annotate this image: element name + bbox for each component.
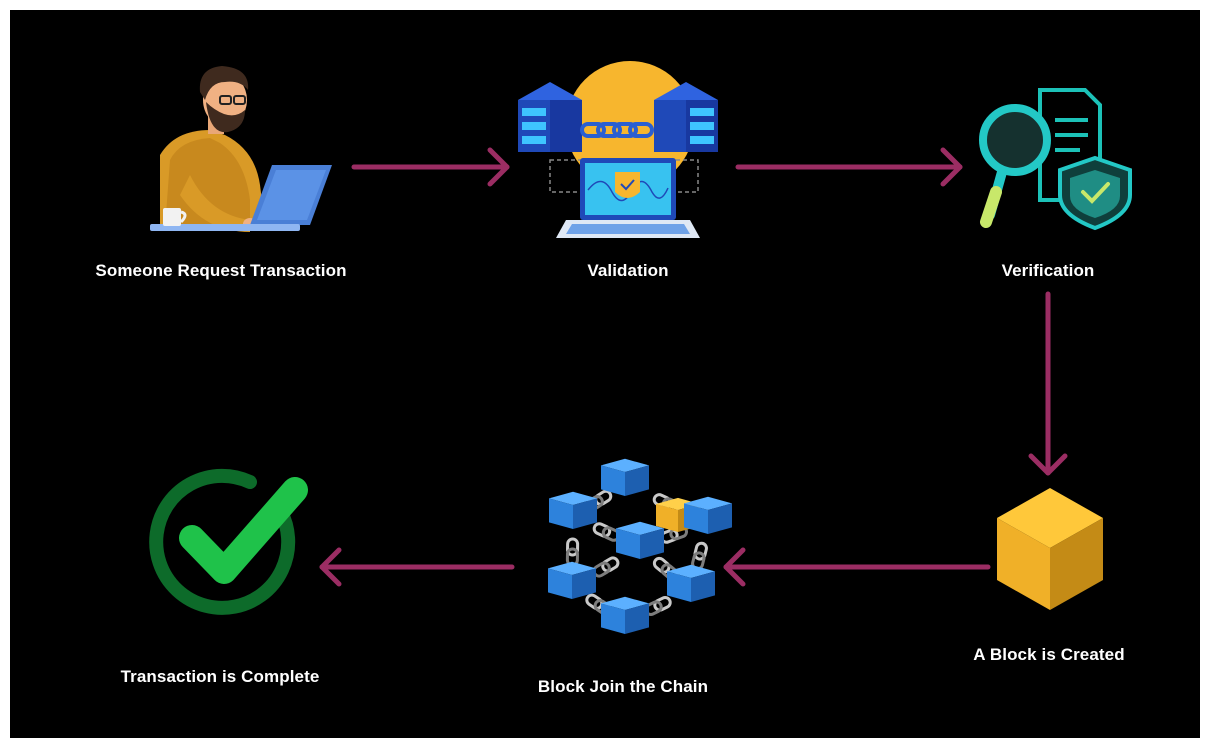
- arrow-validation-to-verification: [735, 147, 963, 187]
- label-transaction-is-complete: Transaction is Complete: [120, 667, 320, 686]
- label-verification: Verification: [1001, 261, 1095, 280]
- flow-diagram: [149, 61, 1132, 634]
- arrow-block-join-to-complete: [319, 547, 515, 587]
- blue-block-icon: [601, 458, 649, 496]
- blue-block-icon: [667, 564, 715, 602]
- blockchain-network-icon: [548, 458, 732, 634]
- blue-block-icon: [616, 521, 664, 559]
- label-validation: Validation: [587, 261, 669, 280]
- server-validation-icon: [518, 61, 718, 238]
- label-someone-request-transaction: Someone Request Transaction: [95, 261, 347, 280]
- chain-link-icon: [592, 556, 620, 578]
- arrow-verification-to-block-created: [1028, 291, 1068, 476]
- blue-block-icon: [684, 496, 732, 534]
- green-checkmark-icon: [149, 468, 308, 615]
- magnifier-shield-document-icon: [979, 88, 1132, 231]
- arrow-block-created-to-block-join: [723, 547, 991, 587]
- diagram-canvas: Someone Request Transaction Validation V…: [10, 10, 1200, 738]
- chain-link-icon: [565, 537, 580, 567]
- arrow-request-to-validation: [351, 147, 510, 187]
- label-a-block-is-created: A Block is Created: [973, 645, 1125, 664]
- person-laptop-icon: [150, 66, 332, 232]
- gold-cube-icon: [997, 488, 1103, 610]
- blue-block-icon: [601, 596, 649, 634]
- label-block-join-the-chain: Block Join the Chain: [537, 677, 709, 696]
- blue-block-icon: [548, 561, 596, 599]
- blue-block-icon: [549, 491, 597, 529]
